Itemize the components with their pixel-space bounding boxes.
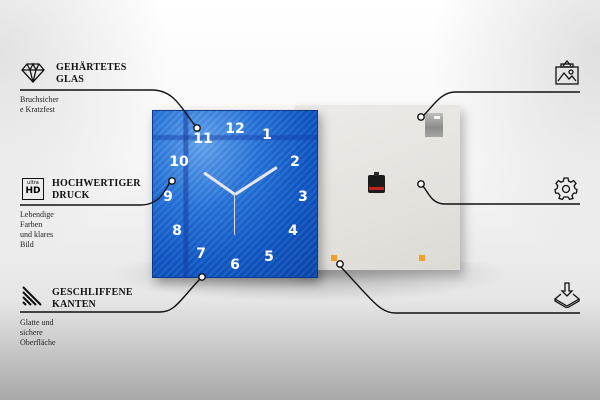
foam-pad-arrow-icon [554,282,580,308]
clock-number-4: 4 [288,223,298,239]
ultra-hd-icon: ultra HD [22,178,44,200]
feature-title-line: GESCHLIFFENE [52,287,133,298]
foam-pad-left [331,255,337,261]
clock-number-12: 12 [225,121,245,137]
feature-description: und klares Bild [20,230,54,249]
clock-number-5: 5 [264,249,274,265]
clock-number-7: 7 [196,246,206,262]
feature-title-line: GLAS [56,74,85,85]
gear-icon [554,177,578,200]
ultra-hd-icon-top: ultra [27,180,39,186]
foam-pad-right [419,255,425,261]
ultra-hd-icon-bottom: HD [25,186,41,196]
diamond-icon [21,62,45,83]
clock-number-2: 2 [290,154,300,170]
clock-number-10: 10 [169,154,189,170]
feature-title-line: HOCHWERTIGER [52,178,141,189]
clock-number-8: 8 [172,223,182,239]
feature-description: Bruchsicher e Kratzfest [20,95,59,114]
clock-number-9: 9 [163,189,173,205]
clock-mechanism [368,172,385,193]
metal-grip-right [425,113,443,137]
hanging-picture-icon [555,60,579,85]
clock-number-11: 11 [193,131,213,147]
clock-number-3: 3 [298,189,308,205]
feature-title-line: KANTEN [52,299,96,310]
diagonal-lines-icon [22,286,42,306]
background-vignette-left [0,0,170,260]
clock-number-6: 6 [230,257,240,273]
feature-description: Lebendige Farben [20,210,54,229]
feature-title-line: DRUCK [52,190,90,201]
second-hand [234,193,235,235]
feature-title-line: GEHÄRTETES [56,62,127,73]
clock-face: 12 1 2 3 4 5 6 7 8 9 10 11 [152,110,318,278]
feature-description: Glatte und sichere Oberfläche [20,318,56,347]
clock-number-1: 1 [262,127,272,143]
